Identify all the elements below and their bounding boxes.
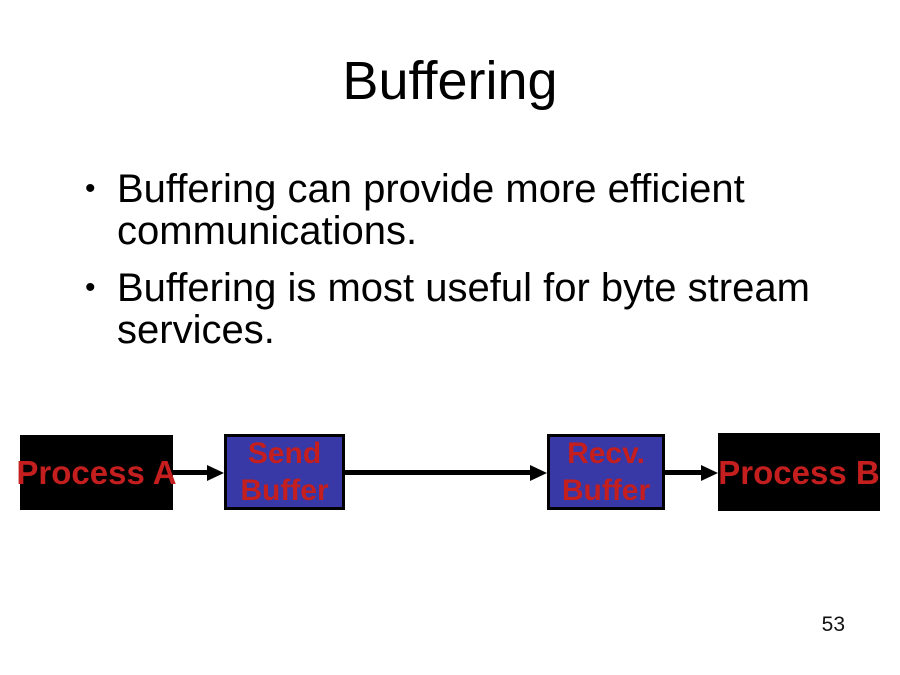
process-b-box: Process B bbox=[718, 433, 880, 511]
bullet-list: • Buffering can provide more efficient c… bbox=[85, 168, 845, 351]
arrow-send-buffer-to-recv-buffer bbox=[345, 464, 547, 481]
send-buffer-label: Send Buffer bbox=[240, 436, 329, 508]
page-number: 53 bbox=[821, 613, 845, 636]
recv-buffer-label: Recv. Buffer bbox=[561, 436, 651, 508]
arrow-recv-buffer-to-process-b bbox=[665, 464, 718, 481]
send-buffer-box: Send Buffer bbox=[224, 434, 345, 510]
arrow-shaft bbox=[173, 470, 210, 475]
bullet-item: • Buffering can provide more efficient c… bbox=[85, 168, 845, 252]
arrowhead-icon bbox=[207, 464, 224, 481]
arrowhead-icon bbox=[530, 464, 547, 481]
bullet-text: Buffering is most useful for byte stream… bbox=[117, 266, 810, 352]
bullet-item: • Buffering is most useful for byte stre… bbox=[85, 267, 845, 351]
recv-buffer-box: Recv. Buffer bbox=[547, 434, 665, 510]
arrowhead-icon bbox=[701, 464, 718, 481]
process-a-label: Process A bbox=[16, 454, 177, 491]
bullet-text: Buffering can provide more efficient com… bbox=[117, 167, 745, 253]
slide-title: Buffering bbox=[342, 51, 558, 111]
arrow-shaft bbox=[665, 470, 703, 475]
process-b-label: Process B bbox=[718, 453, 880, 491]
arrow-shaft bbox=[345, 470, 532, 475]
process-a-box: Process A bbox=[16, 435, 177, 510]
arrow-process-a-to-send-buffer bbox=[173, 464, 224, 481]
bullet-dot-icon: • bbox=[85, 271, 96, 304]
bullet-dot-icon: • bbox=[85, 172, 96, 205]
